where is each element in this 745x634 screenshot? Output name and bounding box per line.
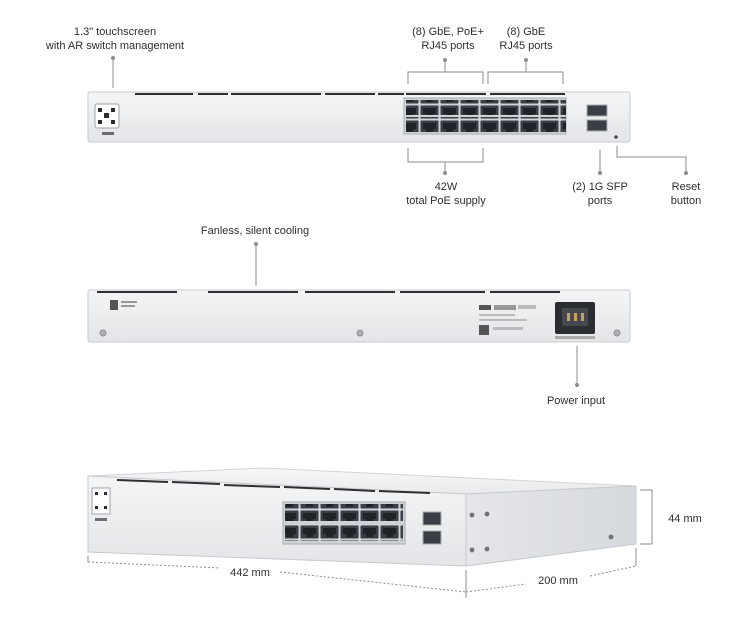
rear-panel	[87, 289, 631, 343]
depth-dimension-label: 200 mm	[538, 575, 578, 587]
reset-button	[614, 135, 618, 139]
reset-button-label: Reset button	[670, 181, 702, 207]
poe-budget-label: 42W total PoE supply	[406, 181, 486, 207]
perspective-vent-slots	[117, 479, 430, 494]
poe-ports-label: (8) GbE, PoE+ RJ45 ports	[412, 26, 484, 52]
power-input-label: Power input	[546, 395, 606, 407]
height-dimension-label: 44 mm	[668, 513, 702, 525]
sfp-ports	[586, 104, 608, 132]
perspective-sfp-ports	[422, 511, 442, 545]
rear-product-label	[479, 305, 536, 335]
rear-leaders	[254, 242, 579, 387]
rj45-port-block	[403, 97, 567, 135]
gbe-ports-label: (8) GbE RJ45 ports	[499, 26, 553, 52]
power-inlet	[555, 302, 595, 339]
rear-vent-slots	[97, 291, 560, 293]
perspective-rj45-ports	[282, 501, 406, 545]
sfp-ports-label: (2) 1G SFP ports	[572, 181, 628, 207]
cooling-label: Fanless, silent cooling	[200, 225, 310, 237]
touchscreen	[94, 103, 120, 135]
front-panel	[87, 91, 631, 143]
touchscreen-label: 1.3" touchscreen with AR switch manageme…	[45, 26, 185, 52]
width-dimension-label: 442 mm	[230, 567, 270, 579]
dimension-lines	[87, 489, 653, 598]
perspective-view	[87, 467, 637, 567]
front-leaders	[111, 56, 688, 175]
front-vent-slots	[135, 93, 565, 95]
